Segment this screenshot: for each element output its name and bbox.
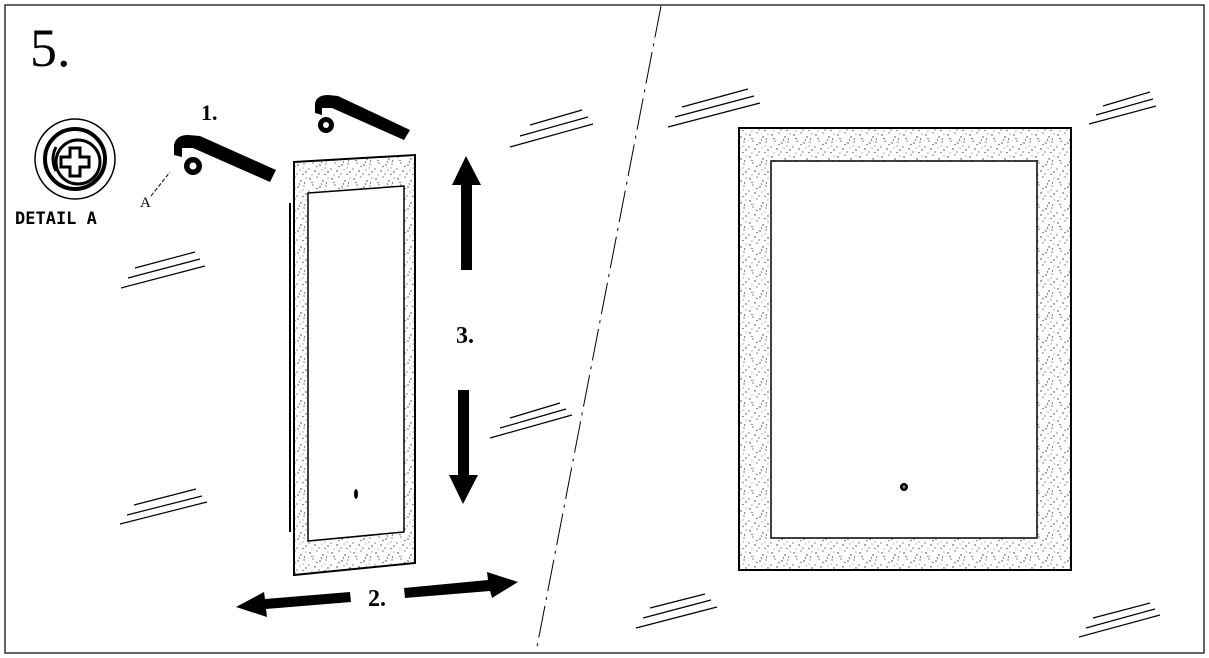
arrow-up-icon	[452, 156, 481, 270]
wall-hatch-icon	[635, 593, 718, 629]
wall-hatch-icon	[120, 251, 206, 289]
callout-letter: A	[140, 195, 151, 211]
wall-hatch-icon	[667, 88, 761, 128]
mirror-icon	[289, 153, 416, 577]
wall-bracket-icon	[315, 95, 410, 140]
substep-three-label: 3.	[456, 323, 474, 349]
wall-hatch-icon	[1088, 91, 1157, 125]
wall-hatch-icon	[509, 109, 594, 148]
substep-one-label: 1.	[201, 100, 218, 125]
step-number: 5.	[30, 18, 71, 78]
screw-detail-icon	[34, 118, 116, 200]
callout-leader-line	[150, 171, 171, 197]
panel-divider-line	[535, 5, 662, 653]
arrow-right-icon	[404, 572, 518, 598]
mirror-icon	[738, 127, 1072, 571]
substep-two-label: 2.	[368, 586, 386, 612]
wall-hatch-icon	[119, 488, 208, 525]
wall-bracket-icon	[174, 135, 276, 182]
detail-label: DETAIL A	[15, 209, 97, 229]
touch-sensor-icon	[354, 489, 358, 499]
wall-hatch-icon	[1078, 602, 1161, 638]
wall-hatch-icon	[489, 402, 573, 439]
diagram-border	[4, 4, 1205, 654]
arrow-down-icon	[449, 390, 478, 504]
arrow-left-icon	[236, 592, 351, 617]
